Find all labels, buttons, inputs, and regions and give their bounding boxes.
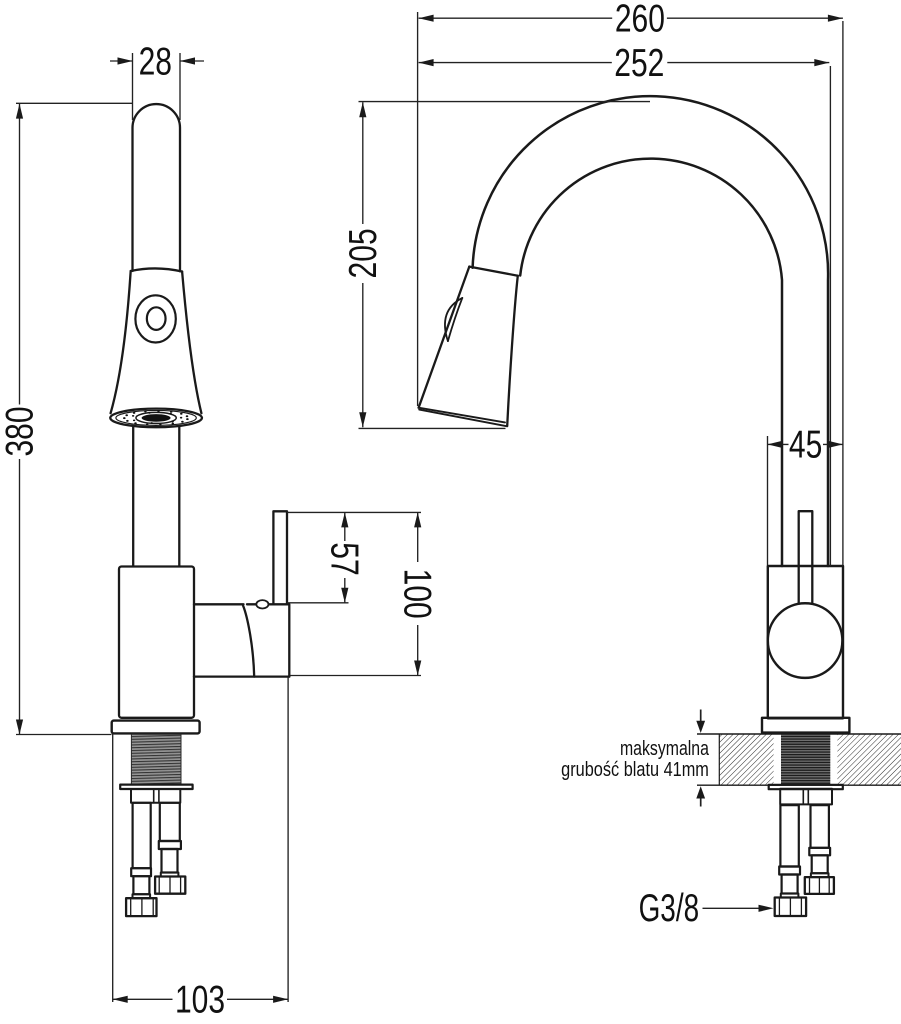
svg-text:45: 45 [789,423,822,467]
svg-text:G3/8: G3/8 [639,888,699,930]
svg-text:380: 380 [0,406,42,456]
svg-text:grubość blatu 41mm: grubość blatu 41mm [561,757,709,780]
svg-text:57: 57 [322,542,366,575]
svg-text:103: 103 [175,978,225,1022]
svg-text:252: 252 [614,41,664,85]
svg-text:205: 205 [341,228,385,278]
svg-text:260: 260 [615,0,665,41]
svg-text:100: 100 [395,569,439,619]
svg-text:28: 28 [139,40,172,84]
svg-text:maksymalna: maksymalna [620,736,710,759]
